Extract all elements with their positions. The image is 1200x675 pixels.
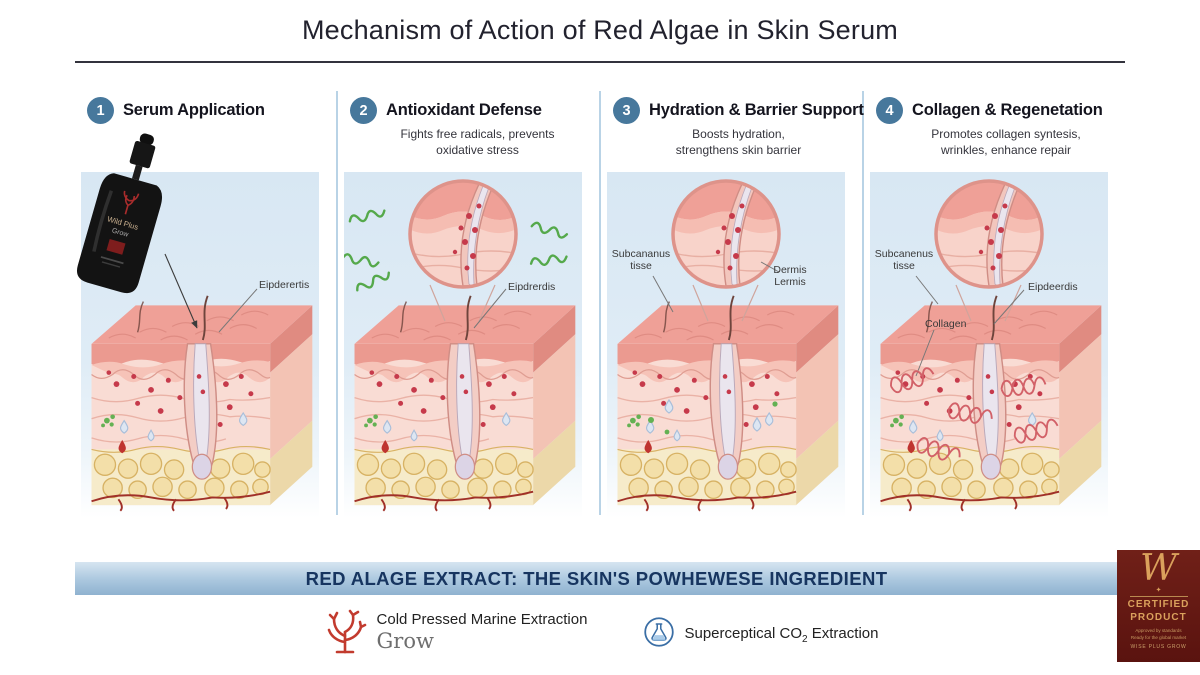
skin-illustration: Subcanenus tisse Eipdeerdis Collagen: [870, 172, 1108, 518]
dropper-cap: [129, 140, 156, 169]
label-epidermis: Eipdeerdis: [1028, 281, 1078, 293]
badge-fineprint: Approved by standards Ready for the glob…: [1130, 628, 1187, 641]
panel-divider: [599, 91, 601, 515]
hydration-droplets: [664, 398, 762, 432]
panel-subtext: Promotes collagen syntesis, wrinkles, en…: [931, 127, 1081, 157]
bottle-label-mark: [106, 239, 126, 255]
badge-rule: [1129, 596, 1188, 597]
badge-certified-text: CERTIFIED: [1127, 599, 1190, 610]
serum-bottle: Wild Plus Grow: [62, 121, 190, 302]
panel-antioxidant-defense: 2 Antioxidant Defense Fights free radica…: [338, 88, 599, 518]
bottle-body: [76, 173, 163, 294]
step-number-badge: 3: [613, 97, 640, 124]
extraction-2-title: Superceptical CO2 Extraction: [684, 624, 879, 645]
panel-divider: [862, 91, 864, 515]
panel-header: 2 Antioxidant Defense: [338, 88, 599, 124]
panel-header: 3 Hydration & Barrier Support: [601, 88, 864, 124]
badge-product-text: PRODUCT: [1130, 611, 1187, 623]
panel-annotations: [887, 275, 1061, 466]
panel-serum-application: 1 Serum Application Eipderertis: [75, 88, 336, 518]
panel-title: Antioxidant Defense: [386, 101, 542, 119]
bottle-coral-logo: [123, 190, 140, 215]
dropper-bulb: [139, 133, 154, 146]
badge-monogram: W: [1139, 548, 1177, 589]
extraction-1-text: Cold Pressed Marine Extraction Grow: [377, 606, 588, 654]
panel-title: Serum Application: [123, 101, 265, 119]
skin-illustration: Subcananus tisse Dermis Lermis: [607, 172, 845, 518]
label-subcutaneous: Subcanenus tisse: [874, 248, 934, 273]
extraction-method-2: Superceptical CO2 Extraction: [643, 616, 878, 648]
title-underline: [75, 61, 1125, 63]
panel-annotations: [344, 206, 569, 329]
badge-brand-text: WISE PLUS GROW: [1130, 644, 1187, 651]
page-title: Mechanism of Action of Red Algae in Skin…: [301, 15, 898, 45]
panel-collagen-regeneration: 4 Collagen & Regenetation Promotes colla…: [864, 88, 1125, 518]
extraction-method-1: Cold Pressed Marine Extraction Grow: [322, 606, 588, 654]
green-dots: [648, 401, 778, 435]
panel-hydration-barrier: 3 Hydration & Barrier Support Boosts hyd…: [601, 88, 864, 518]
panel-annotations: [648, 261, 780, 435]
steps-row: 1 Serum Application Eipderertis: [75, 88, 1125, 518]
panel-subtext: Fights free radicals, prevents oxidative…: [400, 127, 555, 157]
panel-divider: [336, 91, 338, 515]
label-dermis: Dermis Lermis: [773, 264, 807, 289]
panel-title: Collagen & Regenetation: [912, 101, 1103, 119]
coral-icon: [327, 609, 366, 654]
label-epidermis: Eipdrerdis: [508, 281, 556, 293]
flask-icon: [644, 617, 675, 647]
step-number-badge: 4: [876, 97, 903, 124]
badge-star-icon: ✦: [1155, 587, 1162, 594]
certified-product-badge: W ✦ CERTIFIED PRODUCT Approved by standa…: [1117, 550, 1200, 662]
extraction-footer: Cold Pressed Marine Extraction Grow Supe…: [0, 606, 1200, 654]
step-number-badge: 1: [87, 97, 114, 124]
dropper-pipette: [131, 164, 143, 181]
panel-header: 4 Collagen & Regenetation: [864, 88, 1125, 124]
label-collagen: Collagen: [925, 318, 967, 330]
highlight-banner: RED ALAGE EXTRACT: THE SKIN'S POWHEWESE …: [75, 562, 1118, 595]
label-epidermis: Eipderertis: [259, 279, 310, 291]
collagen-coils: [887, 365, 1061, 466]
panel-title: Hydration & Barrier Support: [649, 101, 864, 119]
label-subcutaneous: Subcananus tisse: [611, 248, 671, 273]
extraction-1-title: Cold Pressed Marine Extraction: [376, 611, 588, 628]
bottle-brand-line2: Grow: [111, 227, 130, 239]
banner-text: RED ALAGE EXTRACT: THE SKIN'S POWHEWESE …: [305, 567, 888, 589]
extraction-1-brand: Grow: [376, 629, 434, 653]
panel-subtext: Boosts hydration, strengthens skin barri…: [675, 127, 802, 157]
skin-illustration: Eipdrerdis: [344, 172, 582, 518]
panel-annotations: [164, 253, 258, 333]
step-number-badge: 2: [350, 97, 377, 124]
panel-header: 1 Serum Application: [75, 88, 336, 124]
